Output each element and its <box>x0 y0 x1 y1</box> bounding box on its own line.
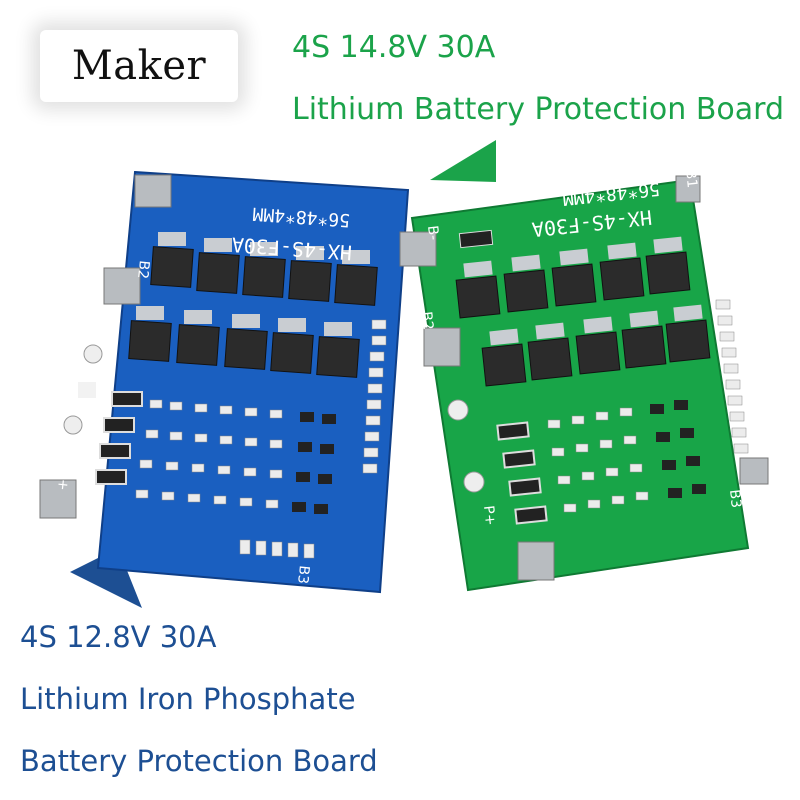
blue-pad-b2 <box>103 267 141 305</box>
green-pad-b-minus <box>399 231 437 267</box>
blue-mount-hole <box>63 415 83 435</box>
blue-pad-b-minus <box>134 174 172 208</box>
bottom-title-line-2: Battery Protection Board <box>20 744 378 778</box>
green-pad-b2 <box>423 327 461 367</box>
blue-board: 56*48*4MM HX-4S-F30A B2 P+ B3 <box>39 170 410 594</box>
green-pad-b1 <box>675 175 701 203</box>
brand-label: Maker <box>71 43 207 89</box>
green-pad-label-pplus: P+ <box>480 505 498 527</box>
brand-badge: Maker <box>40 30 238 102</box>
green-board: 56*48*4MM HX-4S-F30A B- B2 P+ B3 B1 <box>399 169 769 592</box>
green-pad-b-plus <box>517 541 555 581</box>
green-arrow-icon <box>430 140 496 182</box>
green-pad-b3 <box>739 457 769 485</box>
green-pad-label-b1: B1 <box>682 169 700 189</box>
green-mount-hole <box>447 399 469 421</box>
blue-pad-small <box>78 382 96 398</box>
green-pad-label-b3: B3 <box>726 489 744 509</box>
green-mount-hole <box>463 471 485 493</box>
top-title-line: Lithium Battery Protection Board <box>292 92 784 127</box>
blue-pad-label-b3: B3 <box>294 565 312 585</box>
blue-pad-label-b2: B2 <box>134 260 152 280</box>
blue-pad-label-pplus: P+ <box>54 470 72 492</box>
blue-pad-b-plus <box>39 479 77 519</box>
bottom-spec-line: 4S 12.8V 30A <box>20 620 217 654</box>
top-spec-line: 4S 14.8V 30A <box>292 30 496 65</box>
blue-mount-hole <box>83 344 103 364</box>
green-pad-label-b2: B2 <box>418 311 436 331</box>
green-pad-label-b-minus: B- <box>424 225 441 241</box>
bottom-title-line-1: Lithium Iron Phosphate <box>20 682 356 716</box>
